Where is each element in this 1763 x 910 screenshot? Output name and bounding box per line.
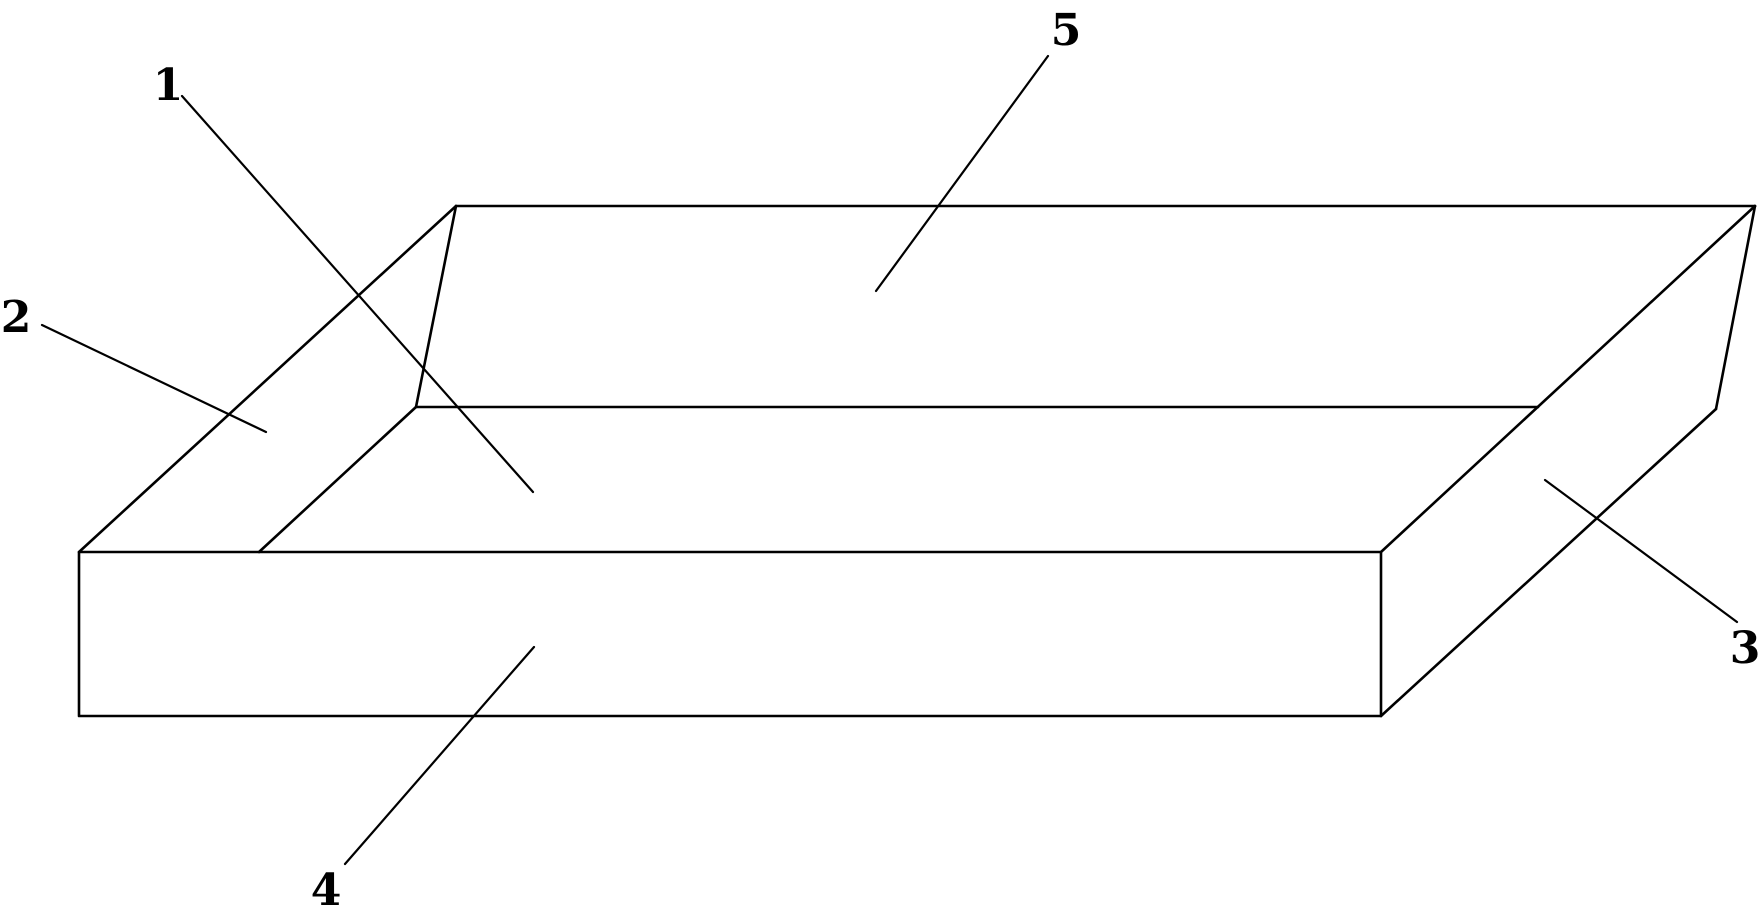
callout-2: 2 bbox=[1, 292, 32, 343]
tray-outline bbox=[77, 204, 1757, 718]
leader-line-2 bbox=[40, 323, 268, 434]
leader-lines bbox=[40, 54, 1739, 866]
callout-4: 4 bbox=[311, 865, 342, 910]
right-wall-bottom-edge bbox=[1379, 407, 1718, 718]
left-wall-top-edge bbox=[77, 204, 458, 554]
callout-1: 1 bbox=[153, 60, 184, 111]
leader-line-3 bbox=[1543, 478, 1739, 624]
callout-labels: 1 2 3 4 5 bbox=[1, 5, 1761, 910]
leader-line-4 bbox=[343, 645, 536, 866]
right-wall-top-edge bbox=[1379, 204, 1757, 554]
front-wall-face bbox=[77, 550, 1383, 718]
right-back-vertical-edge bbox=[1714, 204, 1757, 411]
callout-3: 3 bbox=[1730, 623, 1761, 674]
callout-5: 5 bbox=[1051, 5, 1082, 56]
inner-back-left-edge bbox=[414, 204, 458, 409]
leader-line-5 bbox=[874, 54, 1050, 293]
floor-left-edge bbox=[257, 405, 418, 554]
leader-line-1 bbox=[180, 94, 535, 494]
